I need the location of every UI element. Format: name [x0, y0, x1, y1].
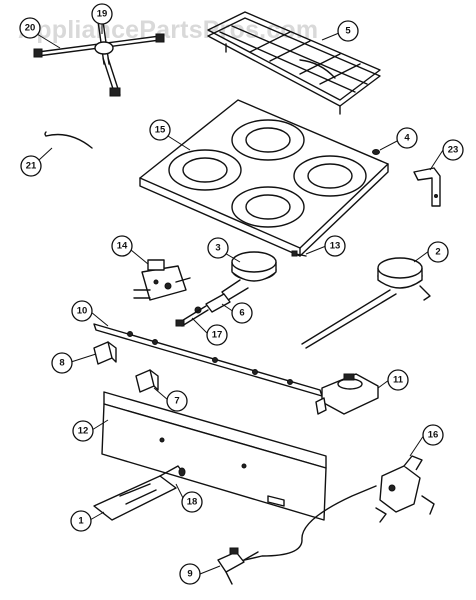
part-screw	[291, 250, 307, 257]
callout-2: 2	[427, 241, 449, 263]
part-grommet	[372, 149, 380, 155]
callout-9: 9	[179, 563, 201, 585]
callout-18: 18	[181, 491, 203, 513]
part-wire-clip	[44, 131, 93, 149]
callout-7: 7	[166, 390, 188, 412]
callout-12: 12	[72, 420, 94, 442]
part-valve-assembly	[133, 259, 191, 301]
svg-text:10: 10	[77, 306, 88, 317]
part-lower-panel	[101, 391, 327, 521]
part-knob-clip-left	[93, 341, 117, 365]
burner-well-right	[293, 155, 367, 197]
burner-well-back	[231, 119, 305, 161]
callout-15: 15	[149, 119, 171, 141]
burner-well-left	[168, 149, 242, 191]
part-main-valve	[235, 455, 435, 563]
burner-well-front	[231, 186, 305, 228]
svg-text:4: 4	[404, 133, 410, 144]
svg-text:12: 12	[78, 426, 89, 437]
svg-text:5: 5	[345, 26, 351, 37]
svg-text:20: 20	[25, 23, 36, 34]
svg-text:7: 7	[174, 396, 179, 407]
callout-14: 14	[111, 235, 133, 257]
svg-text:21: 21	[26, 161, 37, 172]
part-orifice-fitting	[175, 293, 231, 327]
svg-text:15: 15	[155, 125, 166, 136]
callout-1: 1	[70, 510, 92, 532]
part-ignition-switch	[217, 547, 259, 585]
svg-text:13: 13	[330, 241, 341, 252]
callout-23: 23	[442, 139, 464, 161]
part-pressure-regulator	[315, 373, 379, 415]
svg-text:11: 11	[393, 375, 404, 386]
svg-text:19: 19	[97, 9, 108, 20]
callout-10: 10	[71, 300, 93, 322]
svg-text:18: 18	[187, 497, 198, 508]
callout-3: 3	[207, 237, 229, 259]
watermark: AppliancePartsPros.com	[18, 16, 318, 44]
callout-6: 6	[231, 302, 253, 324]
part-igniter-plate	[93, 465, 186, 521]
callout-17: 17	[206, 324, 228, 346]
svg-text:2: 2	[435, 247, 440, 258]
part-knob-clip-right	[135, 369, 159, 393]
callout-16: 16	[422, 424, 444, 446]
part-burner-head-right	[301, 257, 431, 349]
svg-text:23: 23	[448, 145, 459, 156]
part-bracket	[413, 167, 441, 207]
svg-text:14: 14	[117, 241, 128, 252]
part-main-cooktop	[139, 99, 389, 257]
callout-21: 21	[20, 155, 42, 177]
part-burner-head-left	[221, 251, 277, 301]
callout-19: 19	[91, 3, 113, 25]
svg-text:6: 6	[239, 308, 244, 319]
callout-20: 20	[19, 17, 41, 39]
svg-text:16: 16	[428, 430, 439, 441]
svg-text:9: 9	[187, 569, 192, 580]
svg-text:3: 3	[215, 243, 220, 254]
callout-13: 13	[324, 235, 346, 257]
callout-11: 11	[387, 369, 409, 391]
svg-text:8: 8	[59, 358, 64, 369]
callout-5: 5	[337, 20, 359, 42]
callout-4: 4	[396, 127, 418, 149]
svg-text:1: 1	[78, 516, 84, 527]
svg-text:17: 17	[212, 330, 223, 341]
callout-8: 8	[51, 352, 73, 374]
part-wire-grate	[207, 11, 381, 115]
